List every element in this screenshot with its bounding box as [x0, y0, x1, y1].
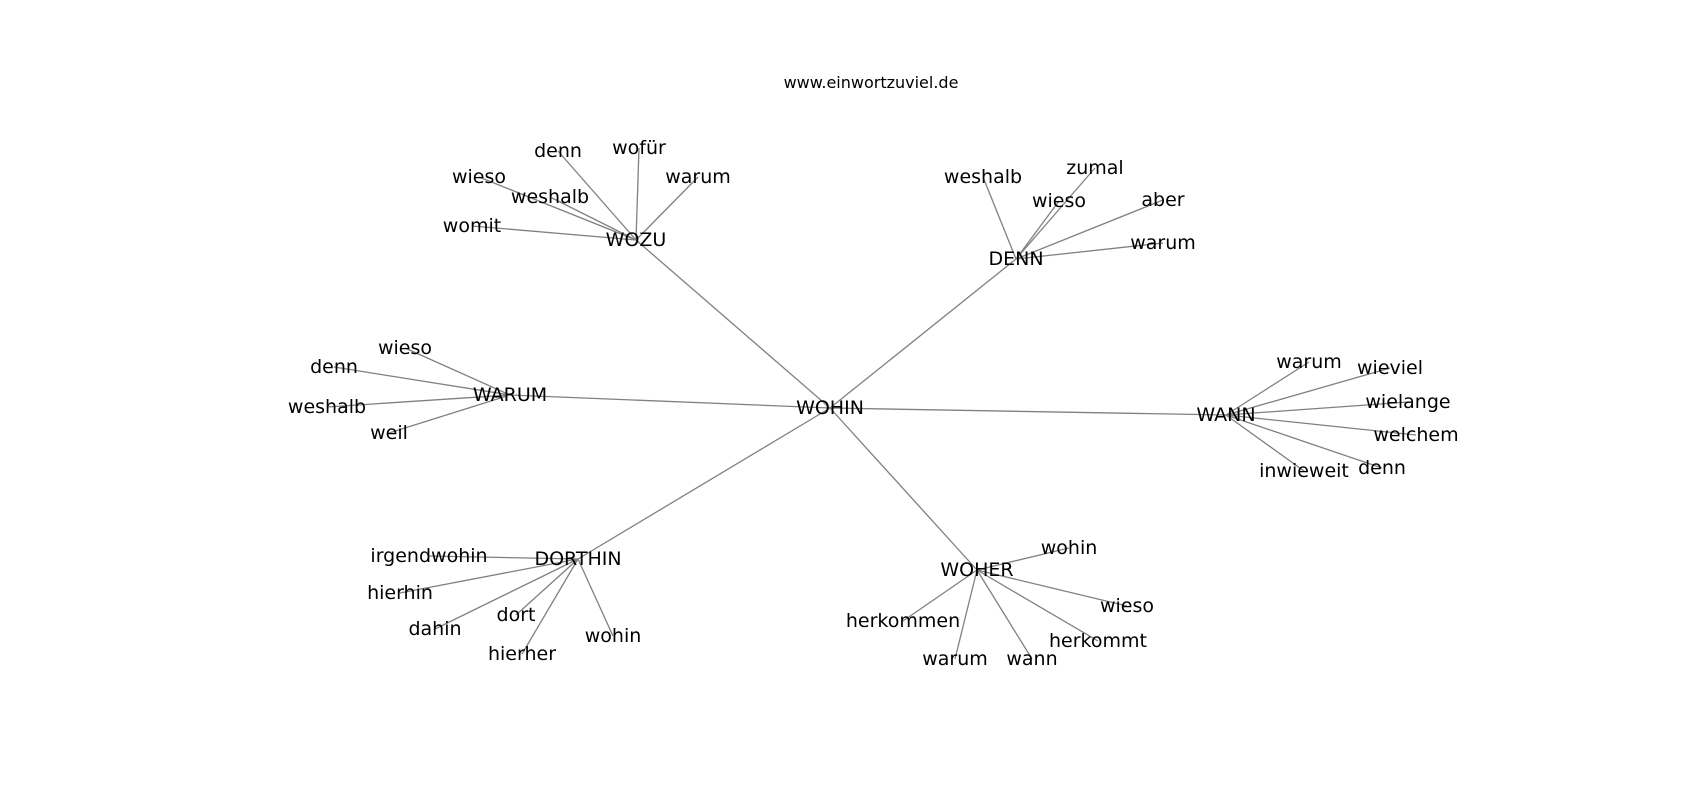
word-node-wann-5: denn — [1358, 457, 1406, 479]
edge-woher-5 — [976, 569, 1033, 660]
edge-wozu-5 — [471, 225, 637, 241]
word-node-wozu-4: weshalb — [511, 186, 589, 208]
word-node-dorthin-4: hierher — [488, 643, 556, 665]
hub-node-woher: WOHER — [940, 559, 1013, 581]
edge-denn-4 — [1015, 242, 1164, 260]
edge-dorthin-2 — [434, 558, 579, 630]
hub-node-warum: WARUM — [473, 384, 547, 406]
edge-woher-0 — [976, 547, 1070, 571]
word-node-denn-0: weshalb — [944, 166, 1022, 188]
edge-wann-0 — [1225, 361, 1310, 416]
edge-warum-0 — [404, 347, 511, 396]
word-node-wann-2: wielange — [1365, 391, 1450, 413]
edge-woher-3 — [976, 569, 1099, 642]
edge-center-woher — [829, 407, 978, 571]
edge-woher-4 — [954, 569, 978, 660]
hub-node-wann: WANN — [1196, 404, 1255, 426]
edge-wann-4 — [1225, 414, 1305, 472]
word-node-wozu-5: womit — [443, 215, 501, 237]
edge-denn-3 — [1015, 199, 1164, 260]
edge-center-denn — [829, 258, 1017, 409]
word-node-woher-3: herkommt — [1049, 630, 1147, 652]
edge-wann-1 — [1225, 367, 1391, 416]
edge-wann-3 — [1225, 414, 1417, 436]
word-node-wozu-0: denn — [534, 140, 582, 162]
word-node-dorthin-3: dort — [497, 604, 536, 626]
edge-dorthin-5 — [577, 558, 614, 637]
word-node-dorthin-5: wohin — [585, 625, 642, 647]
word-node-wann-3: welchem — [1373, 424, 1458, 446]
word-node-warum-1: denn — [310, 356, 358, 378]
word-node-wann-0: warum — [1276, 351, 1342, 373]
word-node-woher-5: wann — [1006, 648, 1057, 670]
word-node-denn-1: zumal — [1066, 157, 1123, 179]
word-node-dorthin-2: dahin — [408, 618, 461, 640]
edge-warum-3 — [388, 394, 511, 434]
word-node-wozu-2: warum — [665, 166, 731, 188]
edge-wozu-2 — [635, 176, 699, 241]
word-node-denn-3: aber — [1141, 189, 1184, 211]
edge-center-wozu — [635, 239, 831, 409]
word-node-dorthin-0: irgendwohin — [370, 545, 487, 567]
word-node-denn-2: wieso — [1032, 190, 1086, 212]
edge-center-dorthin — [577, 407, 831, 560]
edge-denn-1 — [1015, 167, 1096, 260]
edge-wozu-3 — [478, 176, 637, 241]
hub-node-dorthin: DORTHIN — [534, 548, 621, 570]
word-node-wann-4: inwieweit — [1259, 460, 1349, 482]
edge-center-warum — [509, 394, 831, 409]
center-node-label: WOHIN — [796, 397, 864, 419]
edge-woher-2 — [902, 569, 978, 622]
edge-denn-2 — [1015, 200, 1060, 260]
edge-wann-2 — [1225, 401, 1409, 416]
edge-warum-2 — [326, 394, 511, 408]
edge-dorthin-4 — [521, 558, 579, 655]
word-node-woher-1: wieso — [1100, 595, 1154, 617]
edge-center-wann — [829, 407, 1227, 416]
word-node-warum-0: wieso — [378, 337, 432, 359]
word-node-warum-3: weil — [370, 422, 408, 444]
edge-dorthin-0 — [428, 555, 579, 560]
edge-wozu-0 — [557, 150, 637, 241]
word-node-warum-2: weshalb — [288, 396, 366, 418]
word-node-woher-0: wohin — [1041, 537, 1098, 559]
edge-wozu-1 — [635, 147, 640, 241]
edge-wozu-4 — [549, 196, 637, 241]
hub-node-denn: DENN — [988, 248, 1043, 270]
word-node-wozu-3: wieso — [452, 166, 506, 188]
edge-wann-5 — [1225, 414, 1383, 469]
graph-edges — [326, 147, 1417, 660]
edge-warum-1 — [333, 366, 511, 396]
word-node-woher-4: warum — [922, 648, 988, 670]
word-node-wozu-1: wofür — [612, 137, 666, 159]
edge-dorthin-1 — [399, 558, 579, 594]
word-node-denn-4: warum — [1130, 232, 1196, 254]
site-url: www.einwortzuviel.de — [784, 73, 959, 92]
word-node-wann-1: wieviel — [1357, 357, 1423, 379]
word-node-dorthin-1: hierhin — [367, 582, 433, 604]
edge-dorthin-3 — [515, 558, 579, 616]
hub-node-wozu: WOZU — [606, 229, 667, 251]
edge-denn-0 — [982, 176, 1017, 260]
edge-woher-1 — [976, 569, 1128, 607]
word-node-woher-2: herkommen — [846, 610, 960, 632]
